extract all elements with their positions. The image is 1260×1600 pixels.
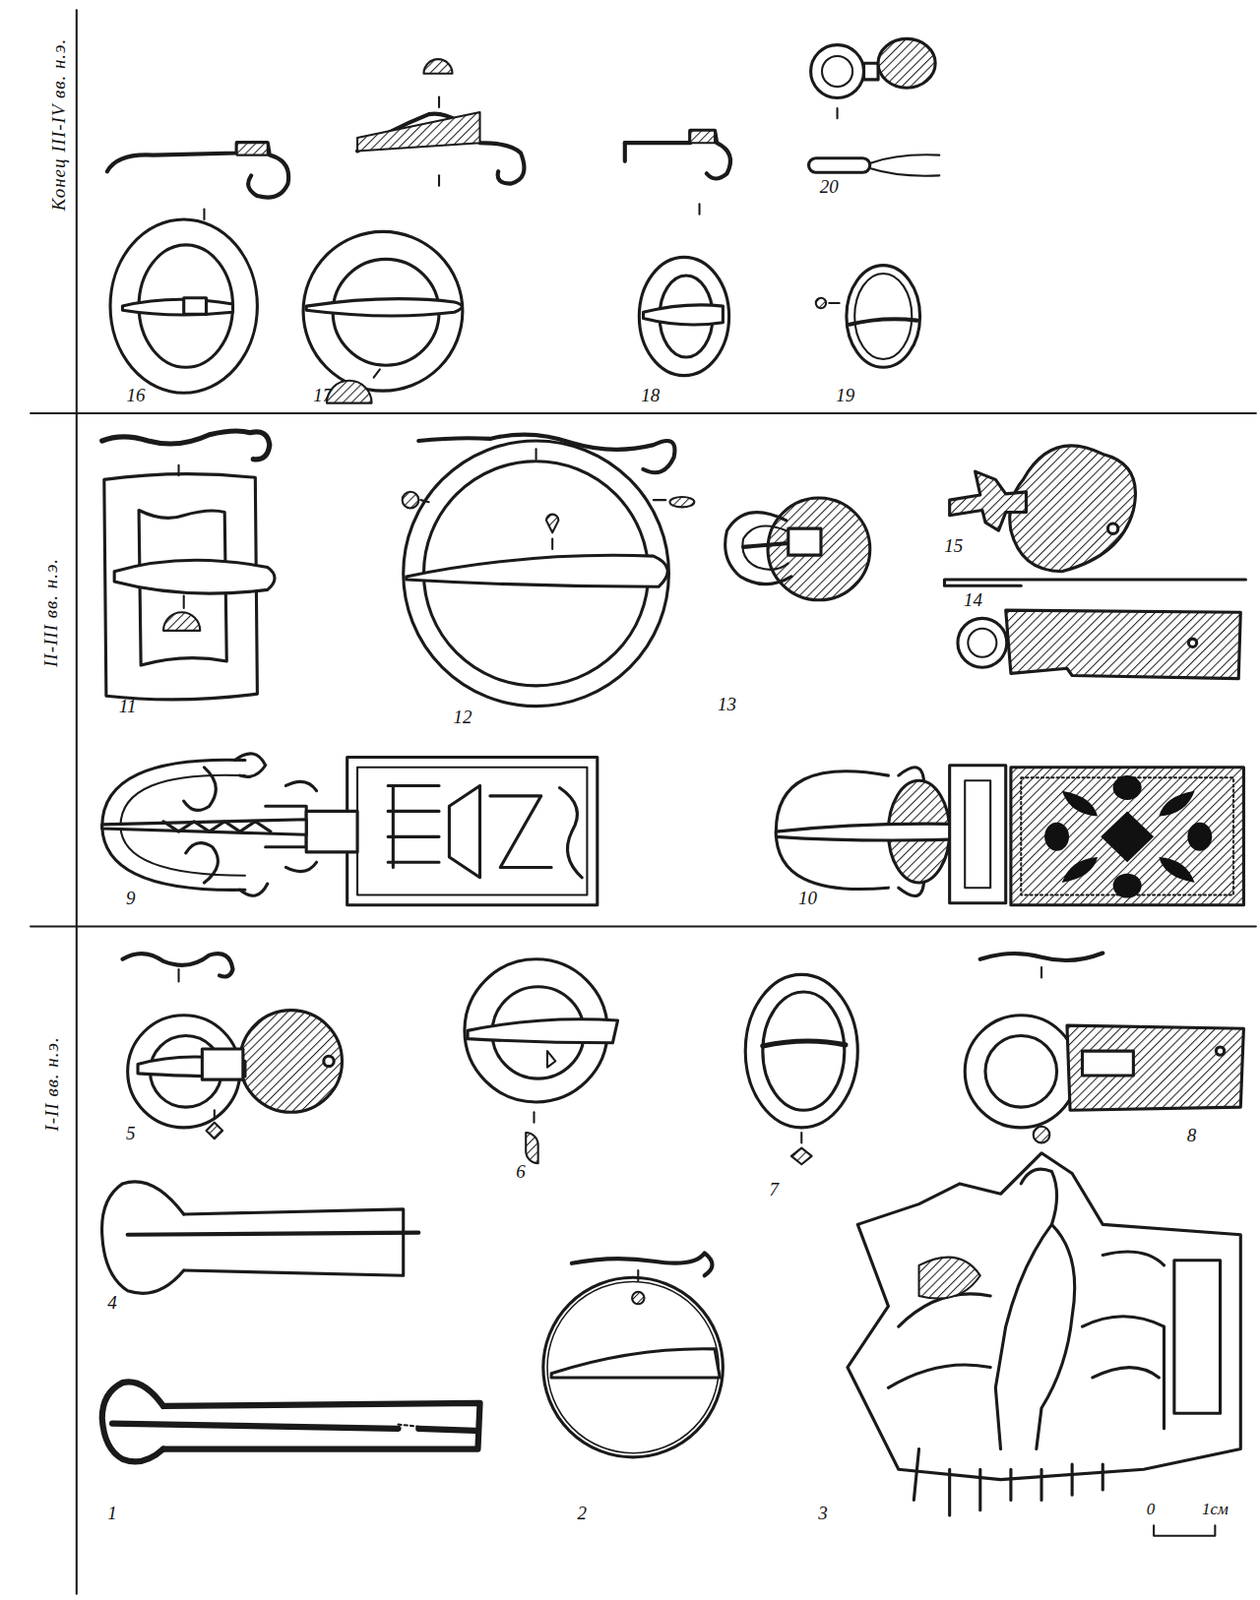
callout-number: 18 (640, 385, 660, 405)
callout-number: 6 (515, 1162, 526, 1182)
callout-number: 15 (944, 536, 963, 556)
callout-number: 9 (126, 888, 136, 908)
scale-label: 1см (1201, 1501, 1229, 1518)
callout-number: 12 (452, 707, 472, 727)
callout-number: 5 (126, 1124, 136, 1143)
callout-number: 2 (576, 1504, 587, 1523)
scale-label: 0 (1146, 1501, 1156, 1518)
callout-number: 14 (963, 590, 983, 610)
callout-number: 8 (1187, 1126, 1197, 1145)
callout-number: 1 (107, 1504, 118, 1523)
period-label: II-III вв. н.э. (41, 558, 61, 668)
callout-number: 3 (818, 1504, 828, 1523)
callout-number: 17 (313, 385, 332, 405)
callout-number: 13 (717, 694, 737, 714)
period-label: Конец III-IV вв. н.э. (50, 38, 69, 211)
callout-number: 19 (835, 385, 855, 405)
callout-number: 10 (798, 888, 818, 908)
callout-number: 11 (119, 696, 137, 716)
callout-number: 7 (769, 1180, 780, 1199)
callout-number: 16 (126, 385, 145, 405)
callout-number: 4 (107, 1293, 118, 1313)
callout-number: 20 (819, 177, 839, 196)
period-label: I-II вв. н.э. (41, 1036, 61, 1132)
